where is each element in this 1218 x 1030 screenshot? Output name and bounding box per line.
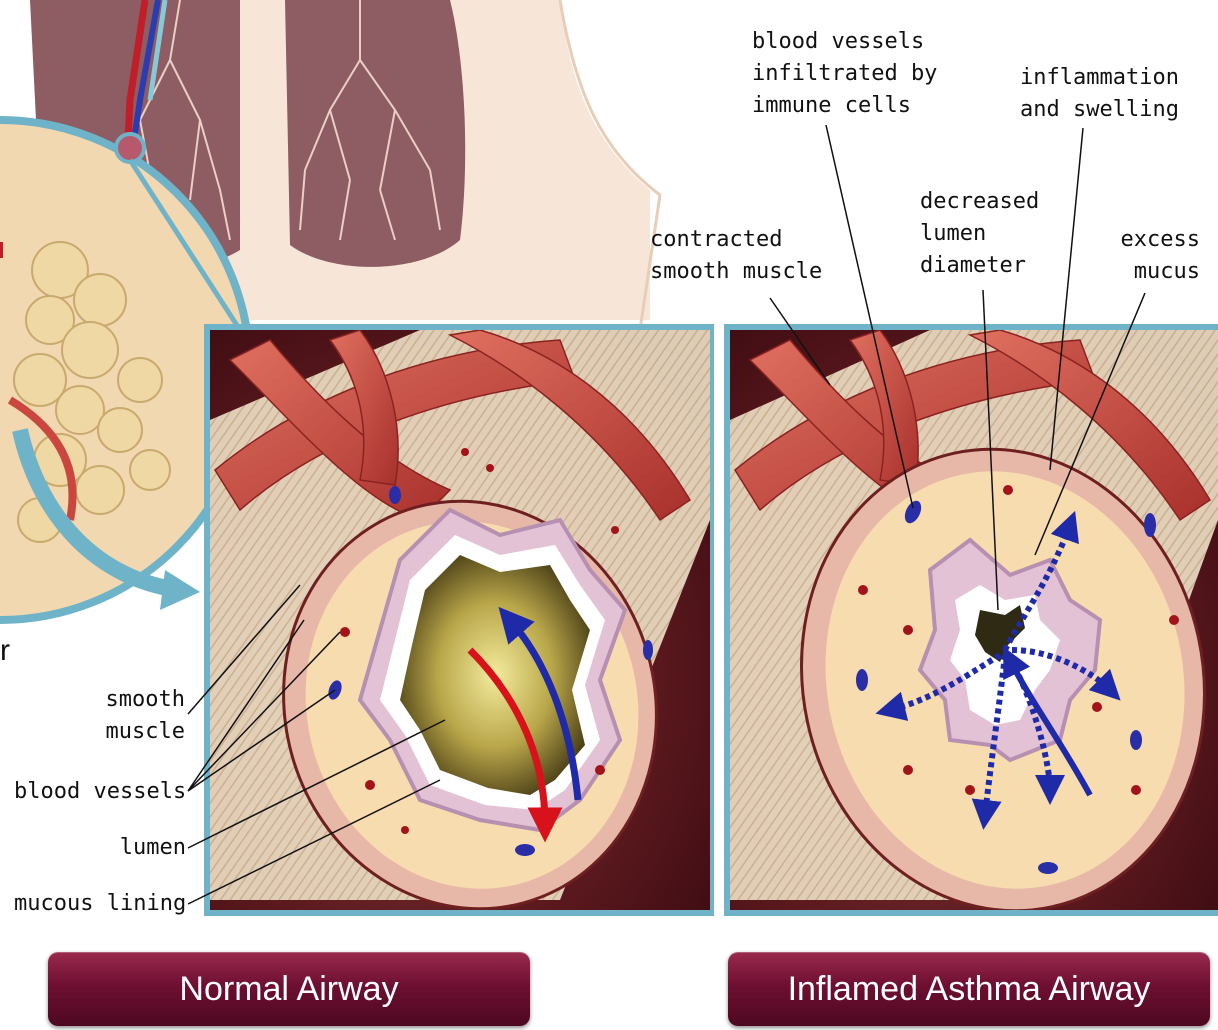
label-decreased-lumen: decreased lumen diameter bbox=[920, 186, 1039, 282]
label-contracted-smooth-muscle: contracted smooth muscle bbox=[650, 224, 822, 288]
asthma-airway-panel bbox=[724, 324, 1218, 949]
inflamed-asthma-airway-button[interactable]: Inflamed Asthma Airway bbox=[728, 952, 1210, 1026]
label-smooth-muscle: smooth muscle bbox=[60, 684, 185, 748]
normal-airway-panel bbox=[204, 324, 714, 951]
label-mucous-lining: mucous lining bbox=[14, 888, 186, 920]
label-blood-vessels: blood vessels bbox=[14, 776, 186, 808]
label-inflammation-swelling: inflammation and swelling bbox=[1020, 62, 1179, 126]
label-blood-vessels-infiltrated: blood vessels infiltrated by immune cell… bbox=[752, 26, 937, 122]
normal-airway-button[interactable]: Normal Airway bbox=[48, 952, 530, 1026]
label-lumen: lumen bbox=[60, 832, 186, 864]
cropped-text-fragment: r bbox=[0, 634, 10, 668]
label-excess-mucus: excess mucus bbox=[1100, 224, 1200, 288]
cropped-red-mark bbox=[0, 242, 3, 258]
